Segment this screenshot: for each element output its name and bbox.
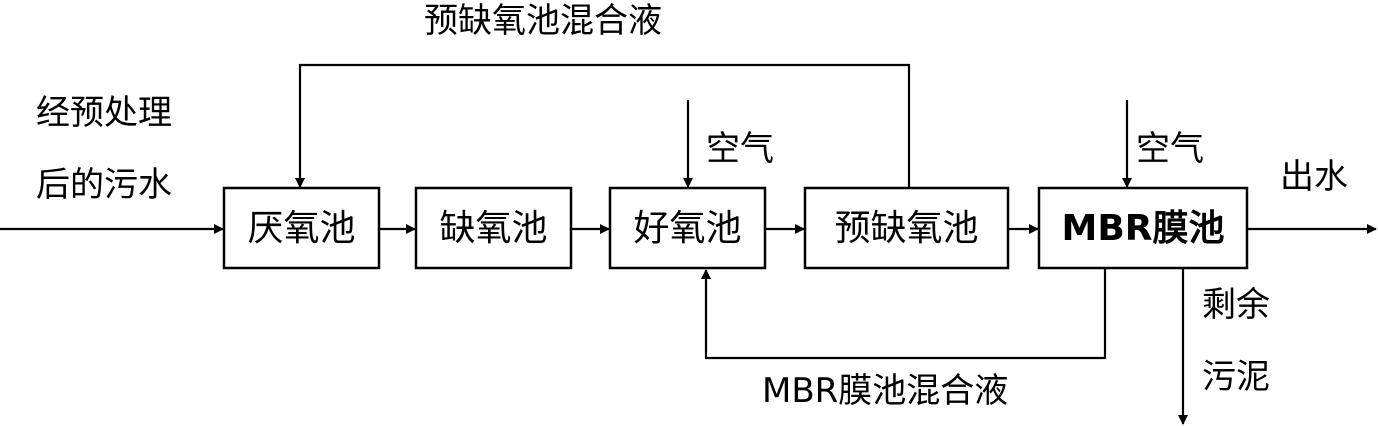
air-label-aerobic: 空气	[706, 129, 774, 169]
mbr-tank-box	[1037, 186, 1249, 270]
sludge-label-line1: 剩余	[1202, 285, 1270, 325]
aerobic-tank-box	[608, 186, 767, 270]
influent-label-line1: 经预处理	[36, 93, 172, 133]
pre-anoxic-tank-label: 预缺氧池	[834, 208, 979, 249]
effluent-label: 出水	[1280, 157, 1348, 197]
mbr-tank-label: MBR膜池	[1061, 208, 1225, 249]
bottom-recycle-line	[701, 269, 1107, 360]
aerobic-tank-label: 好氧池	[633, 208, 742, 249]
bottom-recycle-label: MBR膜池混合液	[762, 371, 1009, 411]
anoxic-tank-label: 缺氧池	[439, 208, 548, 249]
sludge-label-line2: 污泥	[1202, 357, 1270, 397]
air-label-mbr: 空气	[1136, 129, 1204, 169]
top-recycle-label: 预缺氧池混合液	[424, 1, 662, 41]
pre-anoxic-tank-box	[803, 186, 1010, 270]
influent-label-line2: 后的污水	[36, 165, 172, 205]
top-recycle-line	[295, 63, 911, 188]
anaerobic-tank-label: 厌氧池	[247, 208, 356, 249]
anoxic-tank-box	[414, 186, 573, 270]
anaerobic-tank-box	[222, 186, 381, 270]
